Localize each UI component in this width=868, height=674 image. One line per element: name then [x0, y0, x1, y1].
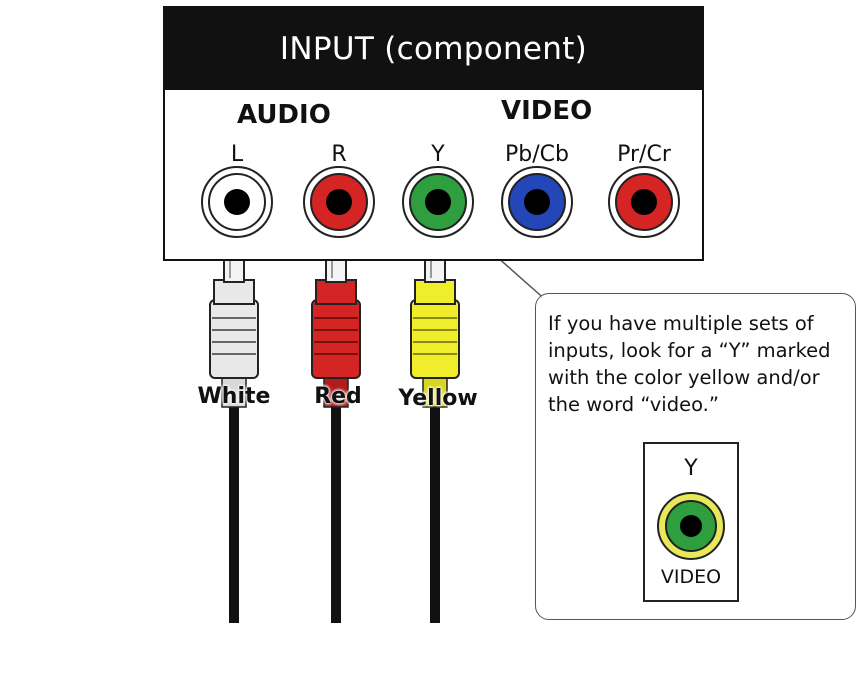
red-rca-plug — [311, 243, 361, 623]
jack-label-r: R — [331, 142, 347, 167]
jack-r-ring — [310, 173, 368, 231]
audio-group-label: AUDIO — [237, 100, 331, 130]
jack-label-y: Y — [431, 142, 445, 167]
jack-label-l: L — [230, 142, 244, 167]
video-group-label: VIDEO — [501, 96, 593, 126]
jack-pr-cr-ring — [615, 173, 673, 231]
panel-title: INPUT (component) — [165, 8, 702, 90]
inset-video-jack — [657, 492, 725, 560]
jack-pb-cb-hole — [524, 189, 550, 215]
yellow-rca-plug — [410, 243, 460, 623]
jack-label-pb-cb: Pb/Cb — [505, 142, 569, 167]
jack-r-hole — [326, 189, 352, 215]
jack-pr-cr-hole — [631, 189, 657, 215]
cable-label-red: Red — [314, 384, 362, 409]
jack-y[interactable] — [402, 166, 474, 238]
inset-video-jack-box: Y VIDEO — [643, 442, 739, 602]
inset-video-label: VIDEO — [660, 566, 722, 588]
callout-box: If you have multiple sets of inputs, loo… — [535, 293, 856, 620]
jack-pb-cb-ring — [508, 173, 566, 231]
jack-y-ring — [409, 173, 467, 231]
inset-video-jack-hole — [680, 515, 702, 537]
jack-l-ring — [208, 173, 266, 231]
jack-l-hole — [224, 189, 250, 215]
inset-video-jack-ring — [665, 500, 717, 552]
jack-label-pr-cr: Pr/Cr — [617, 142, 671, 167]
jack-pr-cr[interactable] — [608, 166, 680, 238]
jack-y-hole — [425, 189, 451, 215]
input-panel: INPUT (component) AUDIO VIDEO L R Y Pb/C… — [163, 6, 704, 261]
cable-label-white: White — [197, 384, 271, 409]
cable-label-yellow: Yellow — [398, 386, 478, 411]
jack-l[interactable] — [201, 166, 273, 238]
white-rca-plug — [209, 243, 259, 623]
jack-r[interactable] — [303, 166, 375, 238]
inset-y-label: Y — [684, 456, 698, 481]
callout-text: If you have multiple sets of inputs, loo… — [548, 312, 831, 416]
jack-pb-cb[interactable] — [501, 166, 573, 238]
